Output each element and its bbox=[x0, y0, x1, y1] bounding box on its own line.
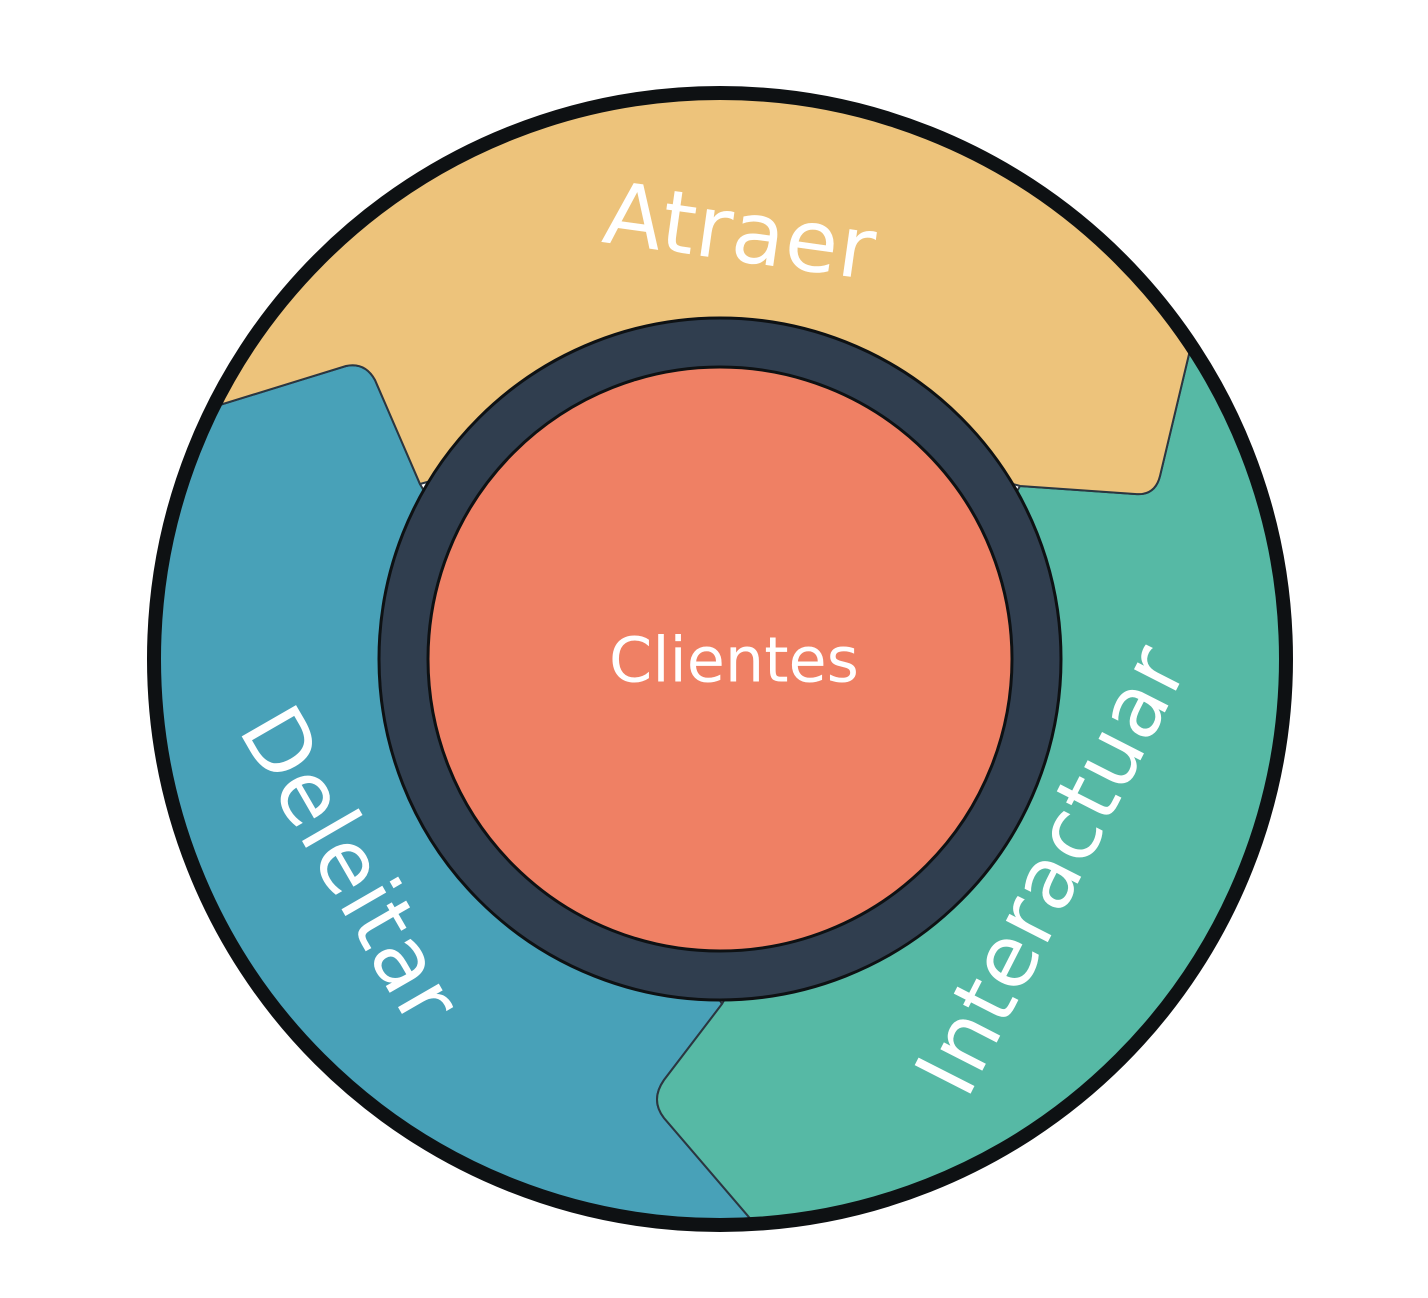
hub-center bbox=[426, 365, 1014, 953]
outer-circle-outline bbox=[147, 86, 1293, 1232]
center-label: Clientes bbox=[609, 624, 859, 697]
hub: Clientes bbox=[377, 316, 1063, 1002]
